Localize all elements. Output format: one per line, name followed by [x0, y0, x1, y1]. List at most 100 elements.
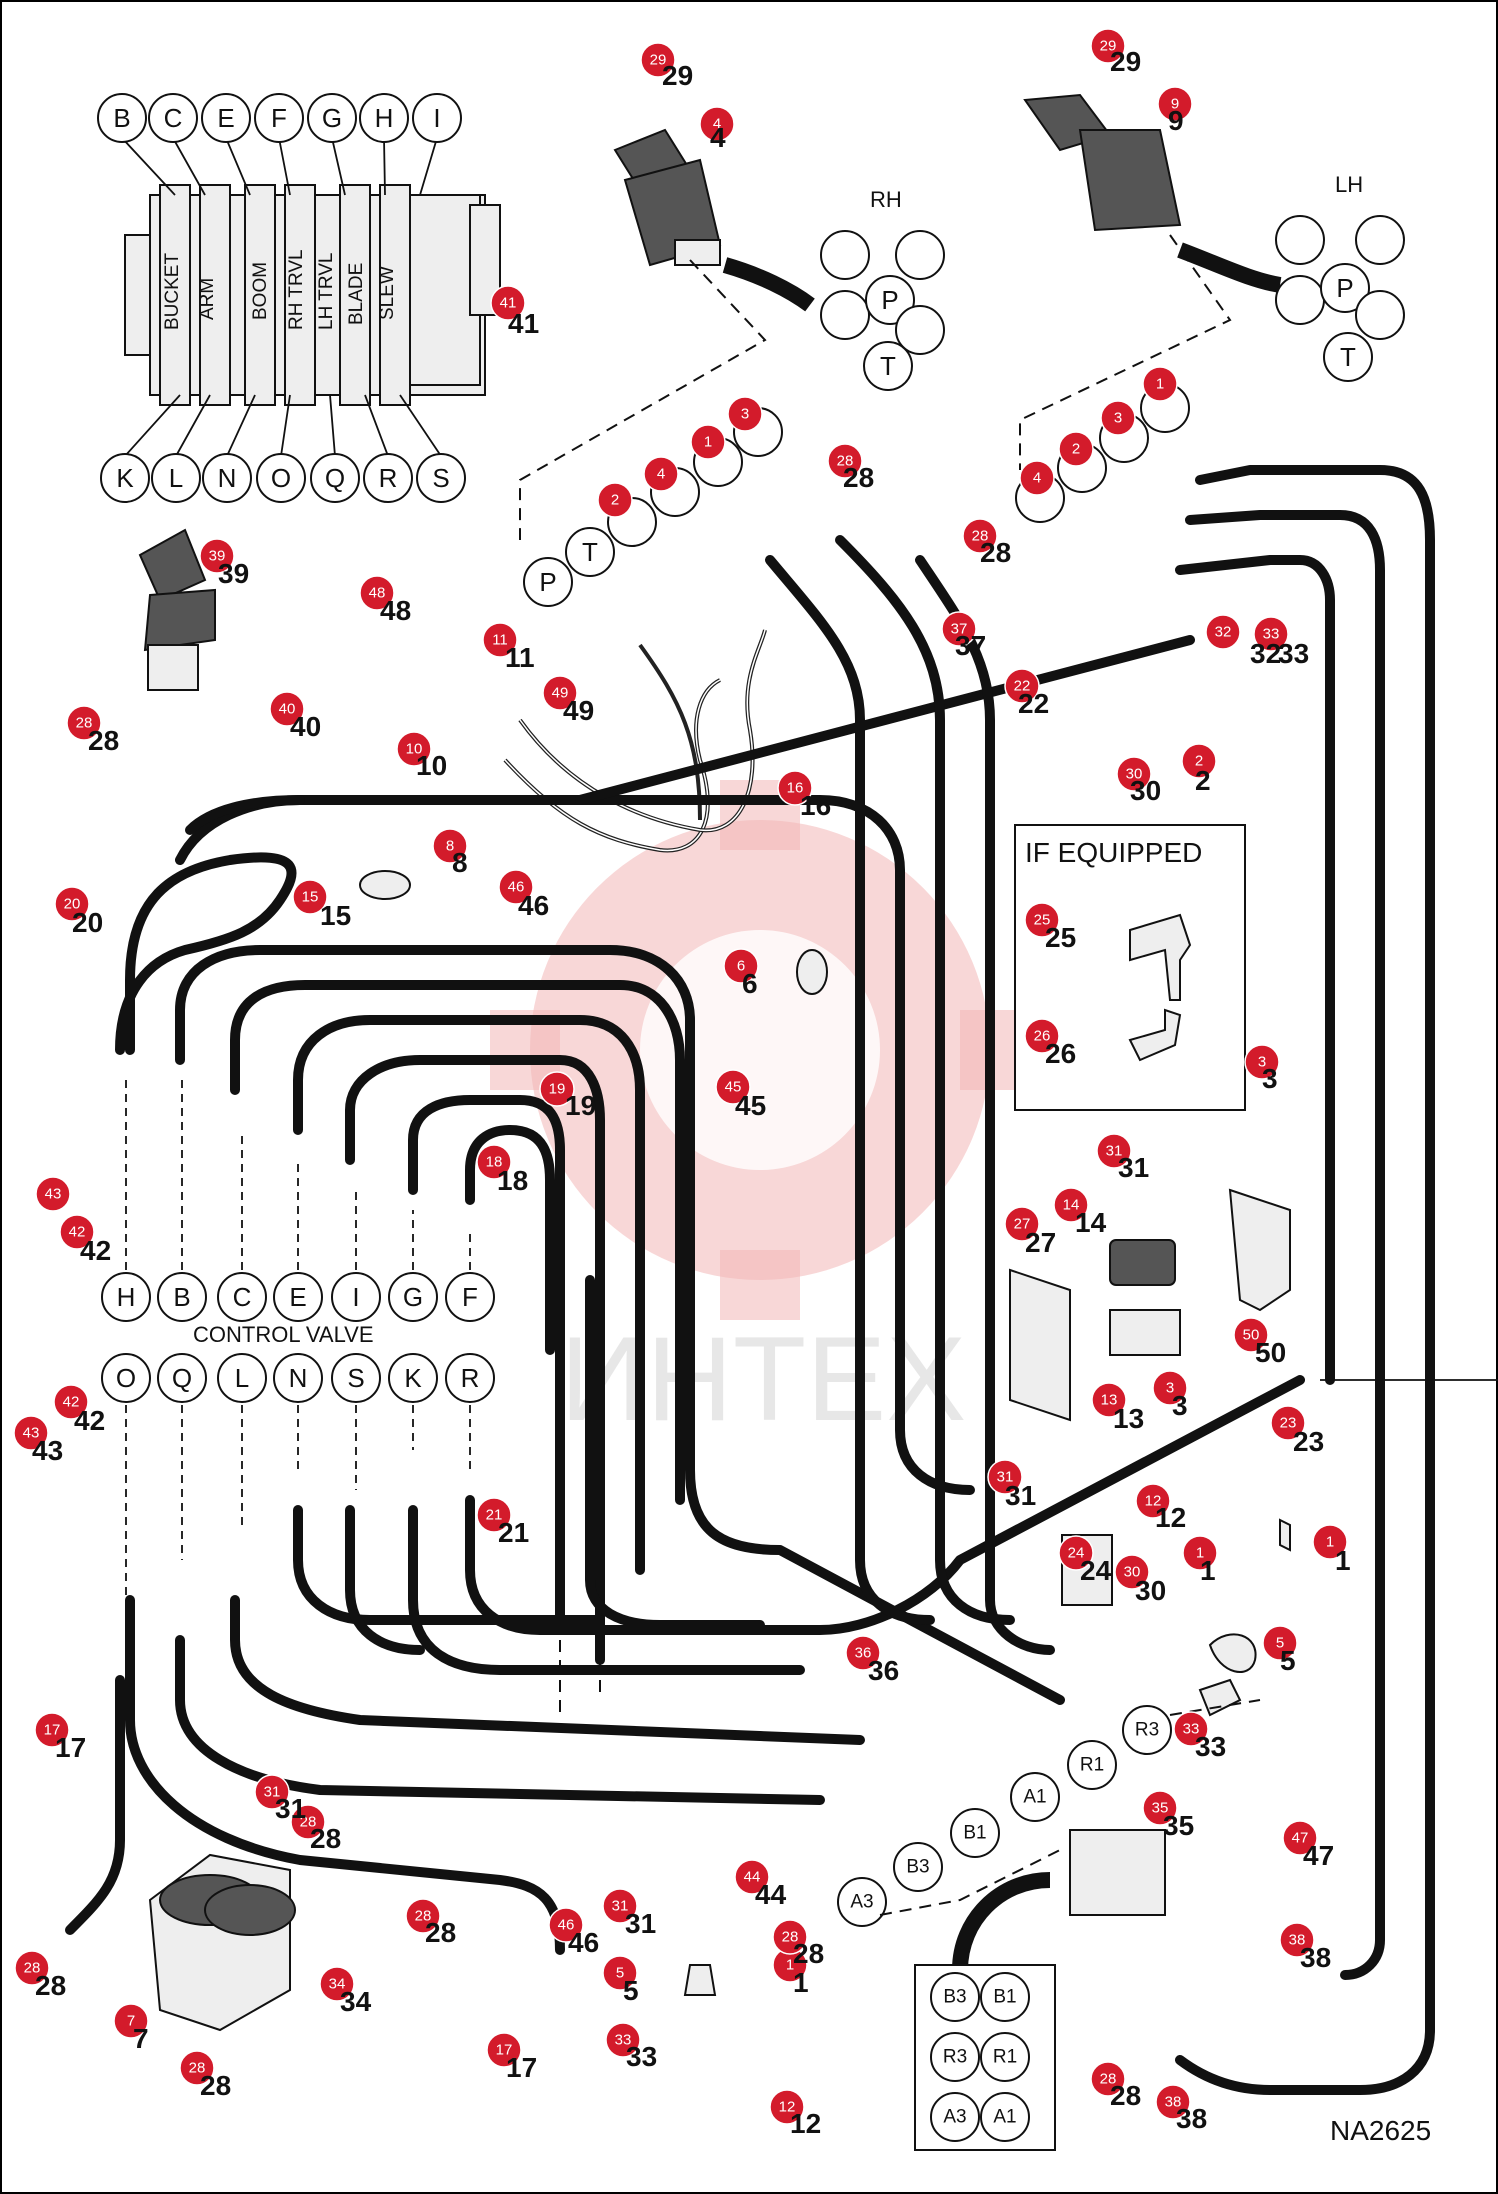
svg-text:31: 31	[1005, 1480, 1036, 1511]
callout-33: 33	[1253, 616, 1289, 652]
svg-text:24: 24	[1080, 1555, 1112, 1586]
svg-text:28: 28	[415, 1908, 432, 1925]
svg-text:6: 6	[742, 968, 758, 999]
svg-text:1: 1	[1196, 1545, 1204, 1562]
callout-22: 22	[1004, 668, 1040, 704]
callout-17b: 17	[486, 2032, 522, 2068]
port-i: I	[433, 103, 440, 133]
callout-17: 17	[34, 1712, 70, 1748]
callout-6: 6	[723, 948, 759, 984]
svg-text:37: 37	[951, 621, 968, 638]
svg-text:47: 47	[1292, 1830, 1309, 1847]
lh-port-row	[1015, 383, 1190, 523]
callout-7: 7	[113, 2003, 149, 2039]
svg-text:33: 33	[1263, 626, 1280, 643]
svg-text:4: 4	[657, 466, 665, 483]
callout-31b: 31	[987, 1459, 1023, 1495]
svg-text:31: 31	[275, 1793, 306, 1824]
callout-18: 18	[476, 1144, 512, 1180]
svg-text:38: 38	[1289, 1932, 1306, 1949]
callout-11: 11	[482, 622, 518, 658]
section-label-arm: ARM	[197, 278, 218, 320]
callout-1: 1	[1142, 366, 1178, 402]
svg-text:45: 45	[725, 1079, 742, 1096]
rh-port-row: P T	[523, 407, 783, 607]
rh-connector: P T	[820, 230, 945, 391]
svg-text:43: 43	[45, 1186, 62, 1203]
svg-text:49: 49	[552, 685, 569, 702]
port-label-b1: B1	[963, 1823, 986, 1844]
svg-text:28: 28	[980, 537, 1011, 568]
svg-text:28: 28	[837, 453, 854, 470]
hoses	[65, 465, 1435, 2095]
callout-34: 34	[319, 1966, 355, 2002]
callout-1b: 1	[690, 424, 726, 460]
svg-text:1: 1	[1156, 376, 1164, 393]
svg-text:22: 22	[1018, 688, 1049, 719]
callout-47: 47	[1282, 1820, 1318, 1856]
svg-text:38: 38	[1300, 1942, 1331, 1973]
callout-33c: 33	[605, 2022, 641, 2058]
callout-2b: 2	[1058, 431, 1094, 467]
section-label-blade: BLADE	[346, 263, 367, 325]
diagram-id: NA2625	[1330, 2115, 1431, 2146]
svg-text:28: 28	[300, 1814, 317, 1831]
svg-text:40: 40	[279, 701, 296, 718]
svg-text:33: 33	[615, 2032, 632, 2049]
callout-44: 44	[734, 1859, 770, 1895]
svg-text:2: 2	[1072, 441, 1080, 458]
svg-text:26: 26	[1045, 1038, 1076, 1069]
svg-text:9: 9	[1168, 105, 1184, 136]
port-n: N	[218, 463, 237, 493]
valve-bottom-ports: K L N O Q R S	[100, 394, 466, 503]
svg-text:11: 11	[492, 632, 508, 649]
cv-port-r: R	[461, 1363, 480, 1393]
svg-text:3: 3	[1114, 410, 1122, 427]
lh-port-p: P	[1336, 273, 1353, 303]
port-l: L	[169, 463, 183, 493]
callout-33b: 33	[1173, 1711, 1209, 1747]
section-label-lh-trvl: LH TRVL	[316, 253, 337, 330]
svg-text:40: 40	[290, 711, 321, 742]
svg-text:49: 49	[563, 695, 594, 726]
callout-50: 50	[1233, 1317, 1269, 1353]
port-k: K	[116, 463, 134, 493]
callout-30b: 30	[1114, 1554, 1150, 1590]
svg-text:29: 29	[662, 60, 693, 91]
callout-9: 9	[1157, 86, 1193, 122]
if-equipped-label: IF EQUIPPED	[1025, 837, 1202, 868]
svg-text:33: 33	[1278, 638, 1309, 669]
svg-text:5: 5	[616, 1965, 624, 1982]
cv-port-b: B	[173, 1282, 190, 1312]
svg-text:16: 16	[787, 780, 804, 797]
svg-text:20: 20	[72, 907, 103, 938]
svg-text:31: 31	[625, 1908, 656, 1939]
svg-text:28: 28	[35, 1970, 66, 2001]
svg-text:12: 12	[779, 2099, 796, 2116]
port-e: E	[217, 103, 234, 133]
callout-32: 32	[1205, 614, 1241, 650]
callout-13: 13	[1091, 1382, 1127, 1418]
port-b: B	[113, 103, 130, 133]
svg-text:1: 1	[786, 1957, 794, 1974]
lh-joystick	[1023, 93, 1282, 293]
watermark-text: ИНТЕХ	[560, 1312, 966, 1446]
lh-label: LH	[1335, 172, 1363, 197]
svg-text:39: 39	[218, 558, 249, 589]
callout-39: 39	[199, 538, 235, 574]
svg-text:28: 28	[793, 1938, 824, 1969]
svg-text:5: 5	[1280, 1645, 1296, 1676]
cv-port-l: L	[235, 1363, 249, 1393]
svg-text:43: 43	[32, 1435, 63, 1466]
svg-text:7: 7	[127, 2013, 135, 2030]
svg-text:5: 5	[623, 1975, 639, 2006]
callout-28d: 28	[290, 1804, 326, 1840]
svg-text:30: 30	[1130, 775, 1161, 806]
svg-text:29: 29	[650, 52, 667, 69]
svg-text:25: 25	[1045, 922, 1076, 953]
callout-1c: 1	[1312, 1524, 1348, 1560]
svg-text:19: 19	[565, 1090, 596, 1121]
cv-port-s: S	[347, 1363, 364, 1393]
callout-3: 3	[727, 396, 763, 432]
port-label-a3: A3	[850, 1892, 873, 1913]
